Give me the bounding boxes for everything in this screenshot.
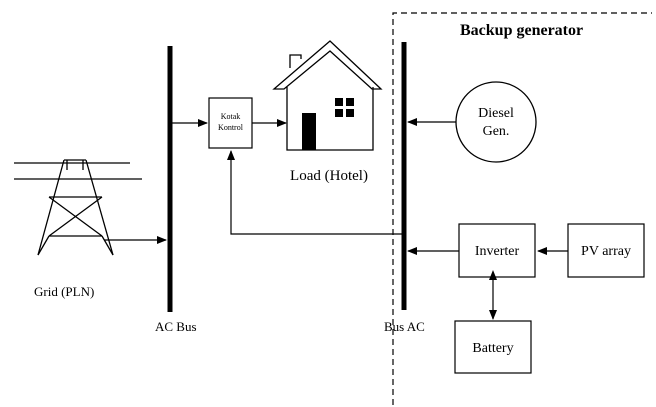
busac-to-control-arrow [227, 150, 402, 235]
pv-label: PV array [581, 244, 631, 259]
grid-label: Grid (PLN) [34, 284, 94, 299]
control-box-line2: Kontrol [218, 123, 244, 132]
transmission-tower-icon [14, 159, 142, 256]
backup-boundary [392, 12, 652, 405]
battery-label: Battery [472, 341, 513, 356]
ac-bus-label: AC Bus [155, 319, 197, 334]
backup-title: Backup generator [460, 22, 583, 39]
load-label: Load (Hotel) [290, 168, 368, 184]
pv-array-box [567, 223, 645, 278]
battery-box [454, 320, 532, 374]
house-icon [272, 40, 383, 151]
inverter-box [458, 223, 536, 278]
inverter-label: Inverter [475, 244, 520, 259]
diesel-generator-circle [455, 81, 537, 163]
diesel-line2: Gen. [483, 124, 510, 139]
diesel-line1: Diesel [478, 106, 514, 121]
control-box-line1: Kotak [221, 112, 241, 121]
bus-ac-label: Bus AC [384, 319, 425, 334]
